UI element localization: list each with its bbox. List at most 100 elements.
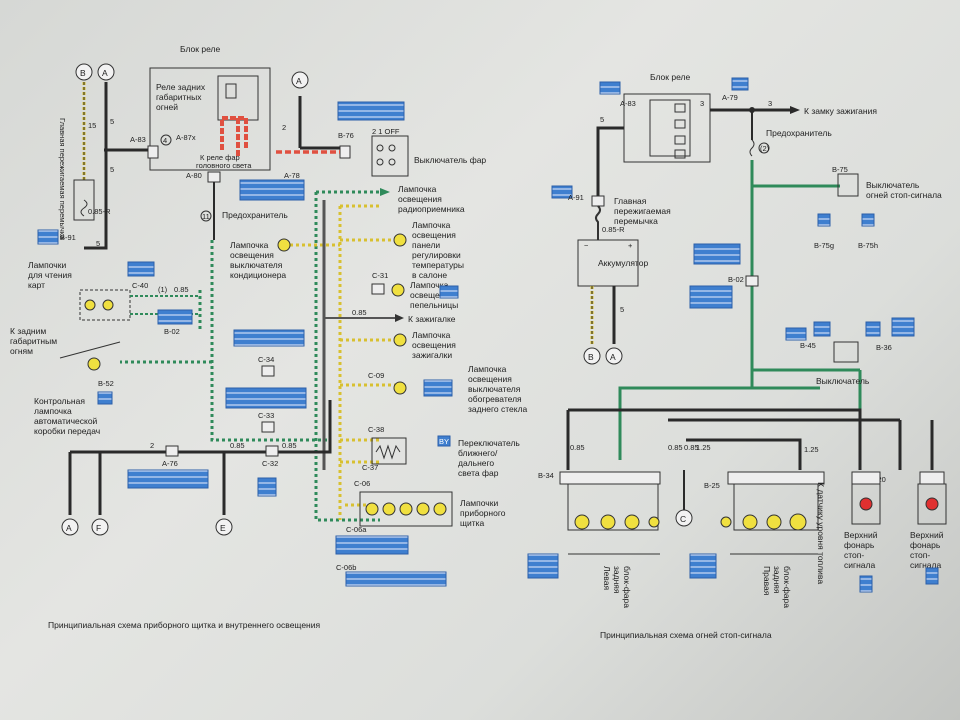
- left-a80-connector-icon: [239, 179, 305, 201]
- upper-stop-left-2: фонарь: [844, 540, 875, 550]
- right-conn-b75g: B-75g: [814, 241, 834, 250]
- badge-by: BY: [439, 437, 449, 446]
- right-ground-a-label: A: [610, 352, 616, 362]
- left-conn-a78: A-78: [284, 171, 300, 180]
- left-relay-contact: [225, 83, 237, 99]
- left-relay-label-1: Реле задних: [156, 82, 206, 92]
- right-rear-lamp-1-icon: [720, 516, 732, 528]
- lamp-ashtray-label-1: Лампочка: [410, 280, 449, 290]
- lamp-defrost-label-1: Лампочка: [468, 364, 507, 374]
- lamp-ac-label-4: кондиционера: [230, 270, 286, 280]
- right-wire-085a: 0.85: [570, 443, 585, 452]
- left-fuse-number: 11: [202, 212, 210, 221]
- left-conn-c31: C-31: [372, 271, 388, 280]
- lamp-temp-label-5: температуры: [412, 260, 464, 270]
- battery-minus: −: [584, 241, 589, 250]
- left-rear-lamp-3-icon: [624, 514, 640, 530]
- right-rear-lamp-box: [733, 483, 819, 531]
- lamp-ashtray-label-2: освещения: [410, 290, 454, 300]
- right-relay-internal: [649, 99, 691, 157]
- b52-icon: [97, 391, 113, 405]
- left-rear-lamp-label-2: задняя: [612, 566, 622, 594]
- lamp-ac-label-2: освещения: [230, 250, 274, 260]
- right-conn-b75: B-75: [832, 165, 848, 174]
- left-diagram: Блок реле Реле задних габаритных огней К…: [10, 44, 528, 630]
- upper-stop-right-icon: [925, 497, 939, 511]
- lamp-temp-label-1: Лампочка: [412, 220, 451, 230]
- left-conn-a87x: A-87x: [176, 133, 196, 142]
- left-conn-c38: C-38: [368, 425, 384, 434]
- dimmer-label-1: Переключатель: [458, 438, 520, 448]
- instrument-lamp-1-icon: [365, 502, 379, 516]
- lamp-ac-label-1: Лампочка: [230, 240, 269, 250]
- left-b76-connector-icon: [337, 101, 405, 121]
- b34-connector: [559, 471, 661, 485]
- right-rear-lamp-label-2: задняя: [772, 566, 782, 594]
- left-conn-c33: C-33: [258, 411, 274, 420]
- left-ground-a: [97, 63, 115, 81]
- left-wire-085-map: 0.85: [174, 285, 189, 294]
- right-conn-b45: B-45: [800, 341, 816, 350]
- rear-marker-label-2: габаритным: [10, 336, 57, 346]
- battery-box: [577, 239, 639, 287]
- right-wire-3b: 3: [768, 99, 772, 108]
- left-conn-c37: C-37: [362, 463, 378, 472]
- left-conn-a83: A-83: [130, 135, 146, 144]
- lamp-ac-switch-icon: [277, 238, 291, 252]
- right-conn-b36: B-36: [876, 343, 892, 352]
- c09-icon: [423, 379, 453, 397]
- battery-label: Аккумулятор: [598, 258, 648, 268]
- c33-connector-icon: [225, 387, 307, 409]
- b25-icon: [689, 553, 717, 579]
- b25-connector: [727, 471, 825, 485]
- left-relay-output-label: К реле фар: [200, 153, 240, 162]
- c34-connector-icon: [233, 329, 305, 347]
- c40-icon: [127, 261, 155, 277]
- left-headlight-switch[interactable]: [371, 135, 409, 177]
- right-conn-b34: B-34: [538, 471, 554, 480]
- left-wire-5b: 5: [110, 165, 114, 174]
- right-rear-lamp-label: Правая: [762, 566, 772, 596]
- a76-connector-icon: [127, 469, 209, 489]
- map-lamp-2-icon: [102, 299, 114, 311]
- left-ground-f: [91, 518, 109, 536]
- wire-black-lamp-rails: [566, 408, 902, 470]
- right-wire-085c: 0.85: [684, 443, 699, 452]
- lamp-temp-label-2: освещения: [412, 230, 456, 240]
- left-relay-coil: [217, 75, 259, 121]
- rear-marker-label-1: К задним: [10, 326, 46, 336]
- right-ground-a: [605, 347, 623, 365]
- upper-stop-right-4: сигнала: [910, 560, 941, 570]
- b36-icon-2: [891, 317, 915, 337]
- left-wire-1: (1): [158, 285, 168, 294]
- lamp-temp-label-3: панели: [412, 240, 440, 250]
- right-ignition-icon: [731, 77, 749, 91]
- c06a-connector-icon: [335, 535, 409, 555]
- left-conn-b76: B-76: [338, 131, 354, 140]
- left-wire-5: 5: [110, 117, 114, 126]
- upper-stop-left-1: Верхний: [844, 530, 878, 540]
- lamp-ac-label-3: выключателя: [230, 260, 283, 270]
- wire-green-stop: [618, 160, 862, 460]
- left-b91-icon: [37, 229, 59, 245]
- lamp-map-label-2: для чтения: [28, 270, 72, 280]
- right-rear-lamp-4-icon: [789, 513, 807, 531]
- b45-icon-2: [813, 321, 831, 337]
- left-relay-output-label-2: головного света: [196, 161, 252, 170]
- b02-icon: [157, 309, 193, 325]
- left-rear-lamp-4-icon: [648, 516, 660, 528]
- right-switch[interactable]: [833, 341, 859, 363]
- dimmer-switch-box[interactable]: [371, 437, 407, 465]
- stop-switch[interactable]: [837, 173, 859, 197]
- left-conn-a76: A-76: [162, 459, 178, 468]
- stop-switch-label-1: Выключатель: [866, 180, 920, 190]
- left-caption: Принципиальная схема приборного щитка и …: [48, 620, 320, 630]
- instrument-label-1: Лампочки: [460, 498, 498, 508]
- lamp-lighter-icon: [393, 333, 407, 347]
- right-wire-5b: 5: [620, 305, 624, 314]
- upper-stop-right-conn-icon: [925, 567, 939, 585]
- right-connector-icon-1: [693, 243, 741, 265]
- lamp-temp-panel-icon: [393, 233, 407, 247]
- left-conn-c09: C-09: [368, 371, 384, 380]
- upper-stop-left-4: сигнала: [844, 560, 875, 570]
